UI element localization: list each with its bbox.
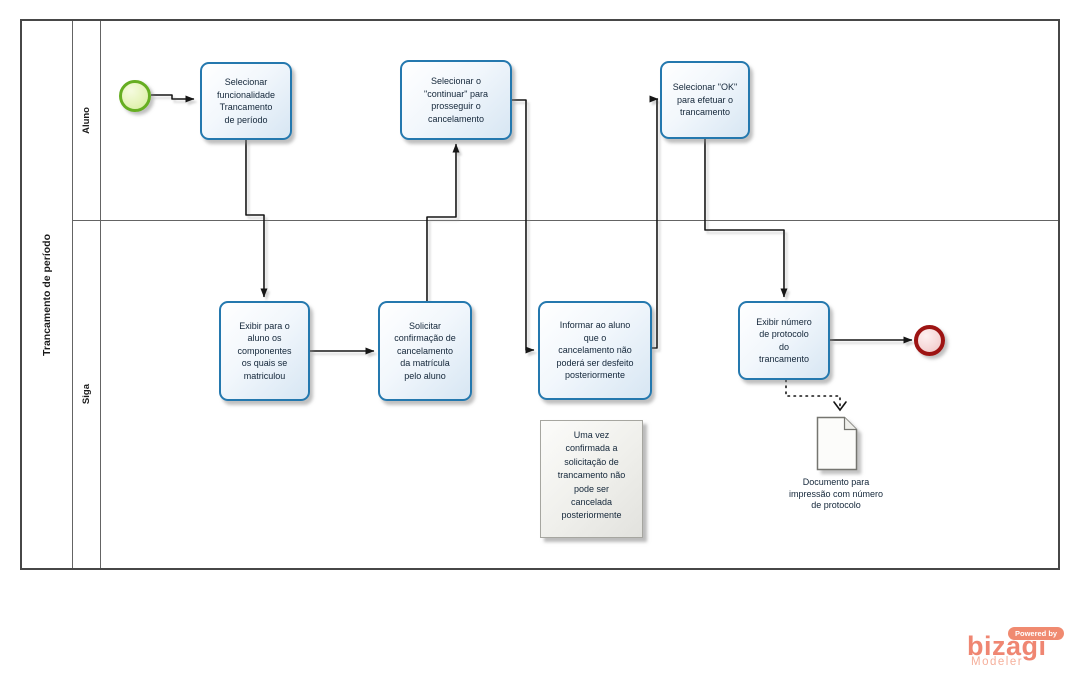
task-exibir-componentes[interactable]: Exibir para o aluno os componentes os qu… <box>219 301 310 401</box>
flow-a1-to-s1[interactable] <box>245 140 268 298</box>
flow-s2-to-a2[interactable] <box>426 143 460 301</box>
task-selecionar-continuar[interactable]: Selecionar o "continuar" para prosseguir… <box>400 60 512 140</box>
lane-aluno-label: Aluno <box>80 107 92 134</box>
annotation-text: Uma vez confirmada a solicitação de tran… <box>557 430 626 521</box>
flow-a3-to-s4[interactable] <box>704 139 788 298</box>
lane-siga[interactable]: Siga <box>72 221 1058 568</box>
powered-by-badge: Powered by <box>1008 627 1065 640</box>
lane-aluno[interactable]: Aluno <box>72 21 1058 221</box>
flow-s3-to-a3[interactable] <box>649 95 659 349</box>
start-event[interactable] <box>119 80 151 112</box>
end-event[interactable] <box>914 325 945 356</box>
lane-aluno-header[interactable]: Aluno <box>72 21 101 220</box>
document-label: Documento para impressão com número de p… <box>788 477 884 510</box>
task-label: Selecionar funcionalidade Trancamento de… <box>216 77 276 125</box>
task-label: Exibir para o aluno os componentes os qu… <box>237 320 292 381</box>
pool-header[interactable]: Trancamento de período <box>22 21 73 568</box>
pool-title: Trancamento de período <box>41 233 53 356</box>
task-informar-aluno[interactable]: Informar ao aluno que o cancelamento não… <box>538 301 652 400</box>
task-selecionar-ok[interactable]: Selecionar "OK" para efetuar o trancamen… <box>660 61 750 139</box>
task-exibir-protocolo[interactable]: Exibir número de protocolo do trancament… <box>738 301 830 380</box>
lane-siga-label: Siga <box>80 384 92 405</box>
annotation-note[interactable]: Uma vez confirmada a solicitação de tran… <box>540 420 643 538</box>
task-label: Exibir número de protocolo do trancament… <box>756 316 812 365</box>
task-solicitar-confirmacao[interactable]: Solicitar confirmação de cancelamento da… <box>378 301 472 401</box>
task-label: Informar ao aluno que o cancelamento não… <box>556 320 634 381</box>
modeler-label: Modeler <box>971 656 1024 668</box>
document-icon[interactable] <box>816 416 858 471</box>
lane-siga-header[interactable]: Siga <box>72 221 101 568</box>
association-s4-to-document[interactable] <box>785 379 841 407</box>
flow-start-to-a1[interactable] <box>151 94 195 103</box>
task-label: Selecionar "OK" para efetuar o trancamen… <box>672 82 738 118</box>
task-label: Solicitar confirmação de cancelamento da… <box>394 320 456 381</box>
task-selecionar-funcionalidade[interactable]: Selecionar funcionalidade Trancamento de… <box>200 62 292 140</box>
flow-a2-to-s3[interactable] <box>512 99 535 354</box>
task-label: Selecionar o "continuar" para prosseguir… <box>424 76 488 124</box>
